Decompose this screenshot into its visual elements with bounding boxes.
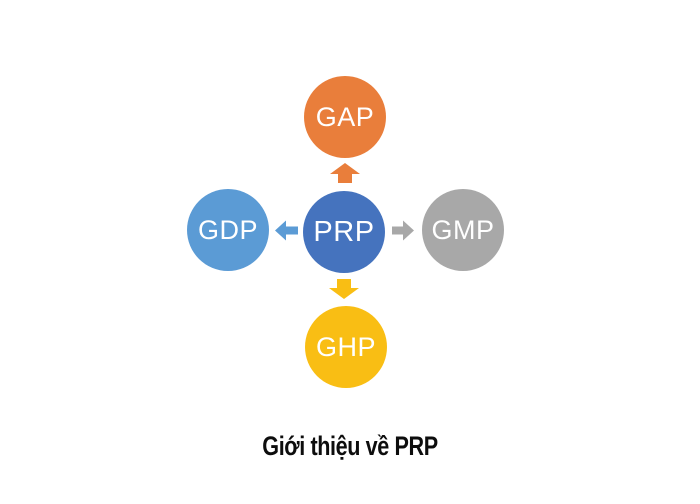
node-gdp-label: GDP	[197, 214, 258, 245]
arrow-left-icon	[275, 220, 298, 241]
arrow-up-shape	[330, 163, 360, 183]
node-ghp-label: GHP	[315, 331, 376, 362]
node-gmp: GMP	[422, 189, 504, 271]
arrow-down-shape	[329, 279, 359, 299]
node-gap: GAP	[304, 76, 386, 158]
node-ghp: GHP	[305, 306, 387, 388]
node-gdp: GDP	[187, 189, 269, 271]
arrow-down-icon	[329, 279, 359, 299]
arrow-up-icon	[330, 163, 360, 183]
arrow-right-icon	[392, 220, 414, 241]
node-prp-center: PRP	[303, 191, 385, 273]
arrow-left-shape	[275, 220, 298, 241]
node-gmp-label: GMP	[431, 214, 495, 245]
node-prp-label: PRP	[313, 215, 375, 248]
diagram-caption: Giới thiệu về PRP	[262, 431, 438, 461]
arrow-right-shape	[392, 220, 414, 241]
node-gap-label: GAP	[315, 101, 375, 132]
